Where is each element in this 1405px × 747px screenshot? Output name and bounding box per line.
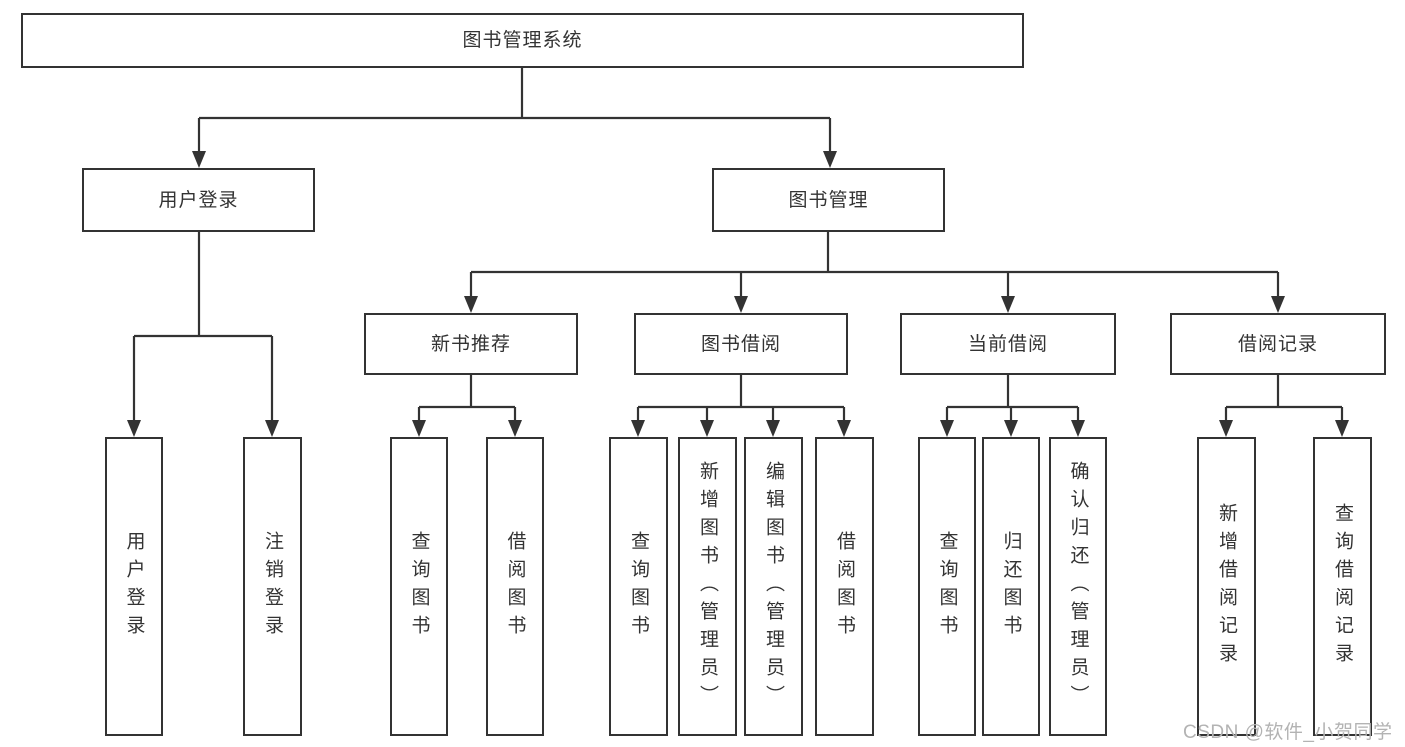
- leaf-return-books: 归还图书: [982, 437, 1040, 736]
- leaf-label: 查询图书: [936, 530, 958, 643]
- leaf-edit-books-admin: 编辑图书（管理员）: [744, 437, 803, 736]
- leaf-label: 新增借阅记录: [1216, 502, 1237, 671]
- node-label: 当前借阅: [967, 333, 1048, 355]
- node-label: 借阅记录: [1237, 333, 1318, 355]
- leaf-label: 确认归还（管理员）: [1067, 460, 1089, 713]
- leaf-label: 注销登录: [262, 530, 283, 643]
- node-label: 图书管理: [788, 189, 869, 211]
- leaf-add-borrow-record: 新增借阅记录: [1197, 437, 1256, 736]
- leaf-query-books-borrowing: 查询图书: [609, 437, 668, 736]
- node-label: 图书管理系统: [462, 30, 583, 51]
- node-borrow-records: 借阅记录: [1170, 313, 1386, 375]
- leaf-query-books-current: 查询图书: [918, 437, 976, 736]
- leaf-logout: 注销登录: [243, 437, 302, 736]
- leaf-confirm-return-admin: 确认归还（管理员）: [1049, 437, 1107, 736]
- node-book-management: 图书管理: [712, 168, 945, 232]
- node-label: 图书借阅: [700, 333, 781, 355]
- leaf-borrow-books-recommend: 借阅图书: [486, 437, 544, 736]
- leaf-label: 用户登录: [123, 530, 145, 643]
- node-label: 新书推荐: [430, 333, 511, 355]
- leaf-label: 查询图书: [628, 530, 649, 643]
- leaf-label: 借阅图书: [834, 530, 855, 643]
- leaf-add-books-admin: 新增图书（管理员）: [678, 437, 737, 736]
- leaf-label: 新增图书（管理员）: [697, 460, 718, 713]
- node-book-borrowing: 图书借阅: [634, 313, 848, 375]
- node-current-borrowing: 当前借阅: [900, 313, 1116, 375]
- leaf-label: 查询借阅记录: [1332, 502, 1353, 671]
- leaf-label: 借阅图书: [504, 530, 526, 643]
- leaf-query-books-recommend: 查询图书: [390, 437, 448, 736]
- leaf-label: 编辑图书（管理员）: [763, 460, 784, 713]
- node-user-login: 用户登录: [82, 168, 315, 232]
- node-library-management-system: 图书管理系统: [21, 13, 1024, 68]
- leaf-label: 归还图书: [1000, 530, 1022, 643]
- node-new-book-recommend: 新书推荐: [364, 313, 578, 375]
- leaf-user-login: 用户登录: [105, 437, 163, 736]
- leaf-query-borrow-record: 查询借阅记录: [1313, 437, 1372, 736]
- watermark: CSDN @软件_小贺同学: [1183, 722, 1393, 743]
- node-label: 用户登录: [158, 189, 239, 211]
- leaf-borrow-books: 借阅图书: [815, 437, 874, 736]
- leaf-label: 查询图书: [408, 530, 430, 643]
